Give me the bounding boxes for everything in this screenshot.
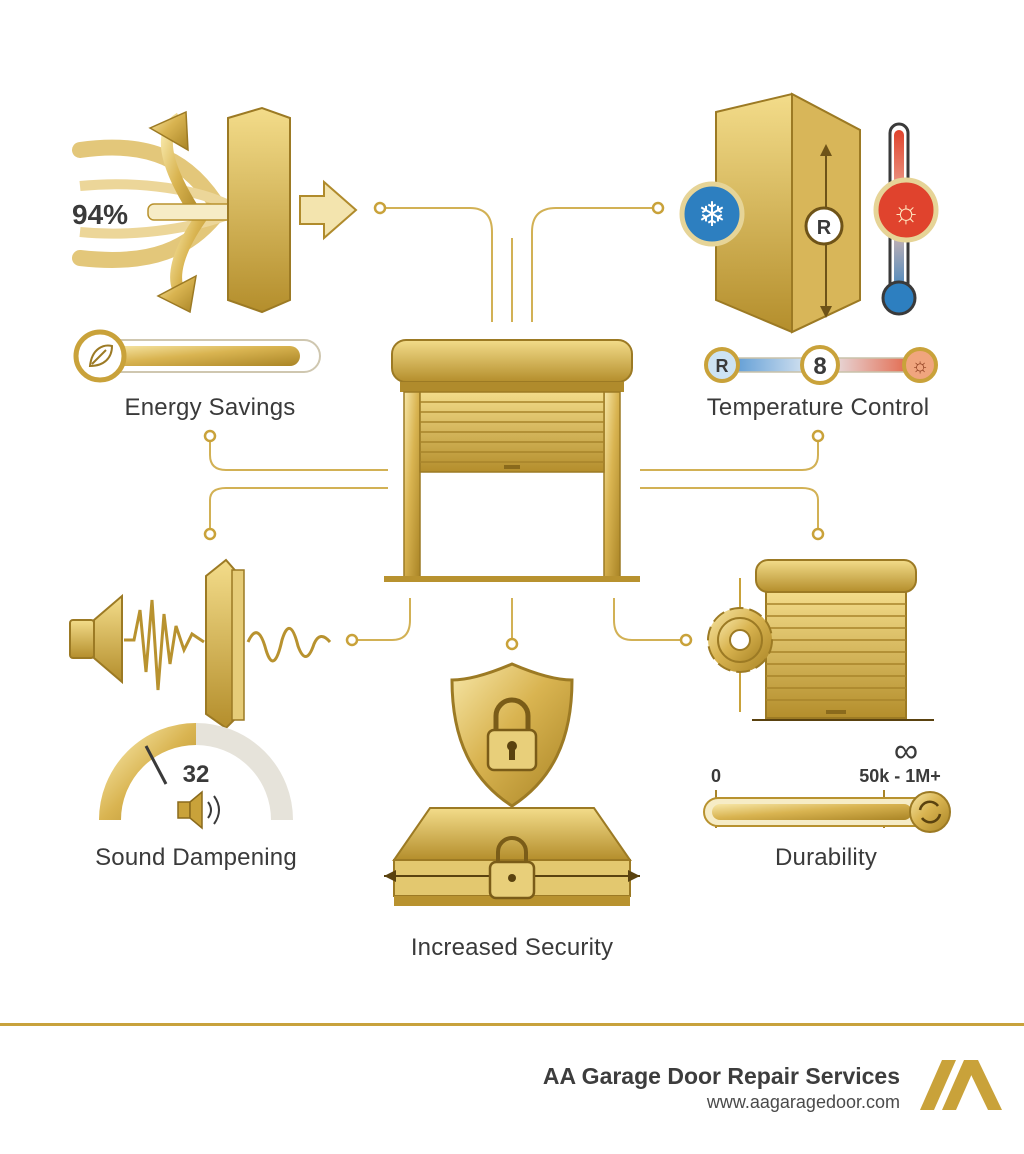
roller-door-gear-icon (707, 559, 934, 721)
connector-dots (203, 201, 825, 651)
connector-lines (209, 207, 819, 641)
sound-dampening-label: Sound Dampening (95, 844, 297, 871)
shield-lock-icon (450, 662, 574, 808)
snowflake-icon: ❄ (698, 196, 727, 234)
thermometer-icon: ☼ (873, 122, 939, 316)
decibel-value: 32 (183, 761, 210, 788)
company-url: www.aagaragedoor.com (706, 1092, 900, 1112)
decibel-gauge: 32 (99, 723, 293, 830)
r-value-number: 8 (813, 353, 826, 380)
r-scale-badge: R (716, 356, 729, 376)
energy-savings-label: Energy Savings (124, 394, 296, 421)
sun-icon: ☼ (891, 193, 920, 229)
energy-stat: 94% (72, 199, 128, 230)
air-deflection-icon: 94% (72, 106, 358, 314)
scale-max-label: 50k - 1M+ (859, 766, 941, 786)
footer-brand: AA Garage Door Repair Services www.aagar… (543, 1063, 900, 1113)
footer-divider (0, 1023, 1024, 1026)
increased-security-label: Increased Security (410, 934, 614, 961)
r-value-badge: R (817, 217, 832, 239)
roll-up-garage-door-icon (384, 339, 640, 582)
cycle-icon (918, 800, 942, 824)
scale-min-label: 0 (711, 766, 721, 786)
durability-scale: ∞ 0 50k - 1M+ (703, 732, 951, 833)
leaf-icon (88, 344, 114, 368)
secure-door-panel (384, 807, 640, 906)
r-value-slider: R 8 ☼ (704, 345, 938, 385)
energy-progress-bar (73, 329, 321, 383)
temperature-control-label: Temperature Control (706, 394, 930, 421)
aa-logo-icon (920, 1060, 1002, 1110)
infinity-symbol: ∞ (894, 732, 918, 770)
speaker-icon (69, 593, 205, 691)
company-name: AA Garage Door Repair Services (542, 1063, 900, 1089)
insulation-panel-icon: R ❄ (679, 92, 861, 334)
sound-barrier-panel (205, 558, 332, 730)
durability-label: Durability (774, 844, 878, 871)
sun-small-icon: ☼ (911, 355, 929, 377)
